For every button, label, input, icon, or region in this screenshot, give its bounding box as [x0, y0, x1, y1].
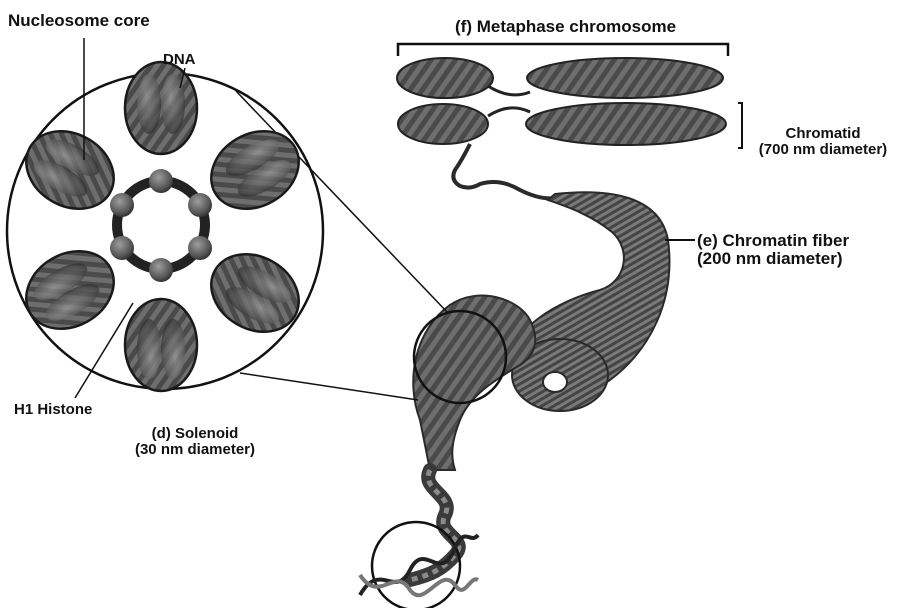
label-solenoid: (d) Solenoid (30 nm diameter): [110, 426, 280, 458]
label-chromatin-fiber: (e) Chromatin fiber (200 nm diameter): [697, 232, 849, 268]
chromatid-size: (700 nm diameter): [748, 142, 898, 158]
chromatid-name: Chromatid: [748, 126, 898, 142]
label-h1-histone: H1 Histone: [14, 402, 92, 418]
label-chromatid: Chromatid (700 nm diameter): [748, 126, 898, 158]
chromatid-lower: [398, 103, 726, 145]
label-nucleosome-core: Nucleosome core: [8, 12, 150, 30]
chromatid-upper: [397, 58, 723, 98]
metaphase-chromosome: [397, 44, 742, 198]
label-dna: DNA: [163, 52, 196, 68]
nucleosome-magnified: [7, 38, 448, 400]
label-metaphase-chromosome: (f) Metaphase chromosome: [455, 18, 676, 36]
chromatin-fiber-size: (200 nm diameter): [697, 250, 849, 268]
chromatin-fiber-name: (e) Chromatin fiber: [697, 232, 849, 250]
chromatin-fiber: [511, 192, 695, 411]
solenoid-name: (d) Solenoid: [110, 426, 280, 442]
solenoid-size: (30 nm diameter): [110, 442, 280, 458]
